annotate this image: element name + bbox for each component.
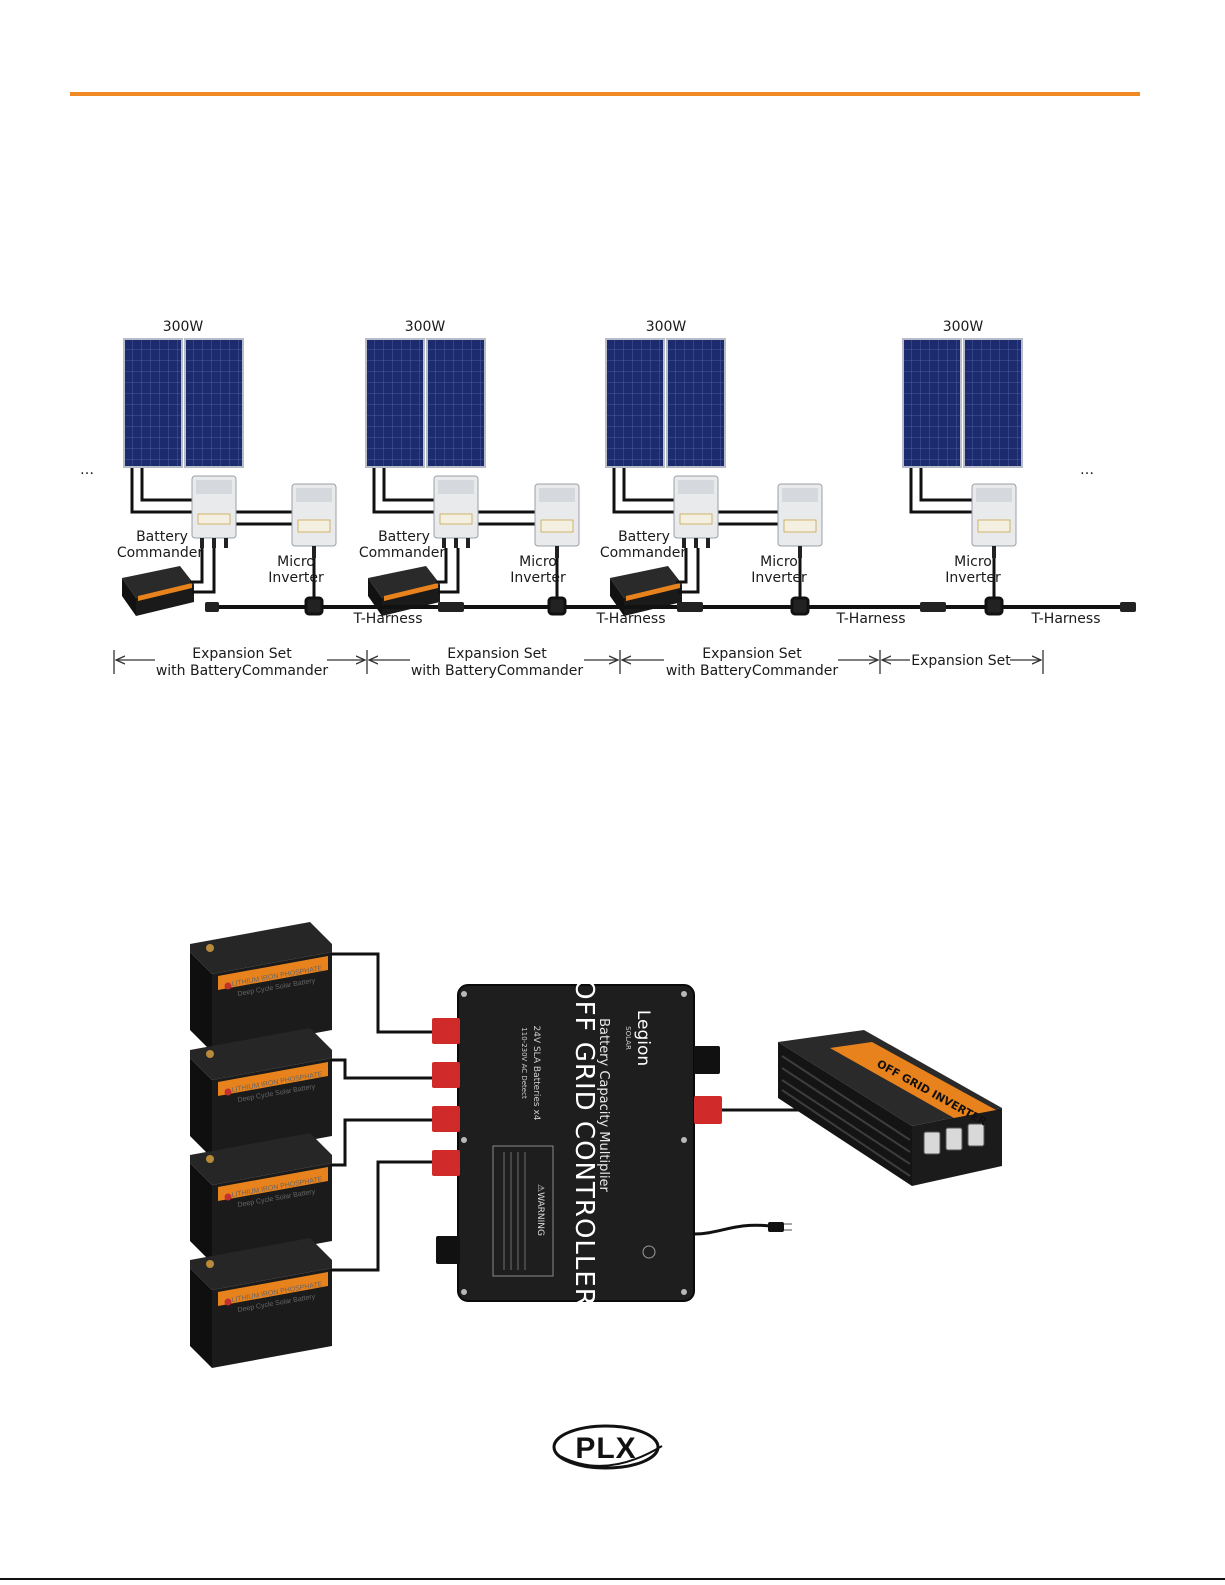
brand-logo: Legion [633,1010,653,1066]
svg-text:Inverter: Inverter [751,570,807,586]
panel-wattage-label: 300W [405,319,446,335]
spare-port [436,1236,460,1264]
micro-inverter-device [534,483,580,559]
warning-label-group: ⚠WARNING [535,1184,545,1236]
battery-commander-label: Battery Commander [600,529,687,561]
micro-inverter-device [777,483,823,559]
trunk-connectors [205,602,1136,612]
battery-icon [122,566,194,616]
panel-wattage-label: 300W [163,319,204,335]
battery-commander-device [191,475,237,549]
off-grid-inverter: OFF GRID INVERTER [778,1030,1002,1186]
controller-subtitle: Battery Capacity Multiplier [596,1018,611,1192]
warning-text-lines [503,1152,526,1270]
warning-label: ⚠WARNING [535,1184,545,1236]
svg-text:Micro: Micro [954,554,992,570]
top-accent-rule [70,92,1140,96]
svg-text:Commander: Commander [600,545,687,561]
svg-text:Inverter: Inverter [268,570,324,586]
svg-text:Expansion Set: Expansion Set [192,646,292,662]
svg-text:Commander: Commander [359,545,446,561]
micro-inverter-device [971,483,1017,559]
svg-text:Battery: Battery [378,529,430,545]
expansion-set-bc-label: Expansion Set with BatteryCommander [666,646,839,679]
controller-spec: 110-230V AC Detect [520,1027,528,1099]
svg-text:with BatteryCommander: with BatteryCommander [666,663,839,679]
controller-screws [461,991,687,1295]
expansion-set-bc-label: Expansion Set with BatteryCommander [411,646,584,679]
battery-input-connectors [432,1018,460,1176]
ac-plug-icon [768,1222,784,1232]
solar-panel-pair [605,338,726,468]
t-harness-label: T-Harness [835,611,905,627]
panel-wattage-label: 300W [646,319,687,335]
battery-commander-label: Battery Commander [359,529,446,561]
panel-cables [130,468,972,526]
svg-text:Expansion Set: Expansion Set [447,646,547,662]
battery-to-controller-cables [330,952,440,1272]
lithium-battery: LITHIUM IRON PHOSPHATE Deep Cycle Solar … [190,1133,332,1263]
lithium-battery: LITHIUM IRON PHOSPHATE Deep Cycle Solar … [190,1028,332,1158]
t-harness-label: T-Harness [595,611,665,627]
svg-text:Micro: Micro [519,554,557,570]
plx-logo-text: PLX [575,1432,636,1465]
svg-text:Inverter: Inverter [510,570,566,586]
lithium-battery: LITHIUM IRON PHOSPHATE Deep Cycle Solar … [190,1238,332,1368]
battery-commander-label: Battery Commander [117,529,204,561]
expansion-diagram: … … 300W 300W 300W 300W [80,319,1136,679]
micro-inverter-label: Micro Inverter [751,554,807,586]
controller-diagram: LITHIUM IRON PHOSPHATE Deep Cycle Solar … [190,922,1002,1368]
micro-inverter-device [291,483,337,559]
plug-prongs [784,1223,792,1231]
svg-text:Inverter: Inverter [945,570,1001,586]
lithium-battery: LITHIUM IRON PHOSPHATE Deep Cycle Solar … [190,922,332,1052]
svg-text:Battery: Battery [136,529,188,545]
svg-text:Expansion Set: Expansion Set [702,646,802,662]
controller-spec: 24V SLA Batteries x4 [531,1025,541,1120]
solar-panel-pair [902,338,1023,468]
svg-text:Commander: Commander [117,545,204,561]
bottom-rule [0,1578,1225,1580]
battery-commander-device [433,475,479,549]
svg-text:with BatteryCommander: with BatteryCommander [411,663,584,679]
inverter-output-connector [694,1096,722,1124]
micro-inverter-label: Micro Inverter [268,554,324,586]
panel-wattage-label: 300W [943,319,984,335]
battery-commander-device [673,475,719,549]
ac-cord [693,1223,771,1236]
controller-title: OFF GRID CONTROLLER [569,979,599,1307]
svg-text:Battery: Battery [618,529,670,545]
warning-panel [492,1145,554,1277]
spare-port [694,1046,720,1074]
dimension-lines [113,650,1044,674]
ellipsis-right: … [1080,462,1094,478]
svg-text:with BatteryCommander: with BatteryCommander [156,663,329,679]
t-harness-drops [304,558,1004,616]
battery-cables [190,548,700,594]
ellipsis-left: … [80,462,94,478]
brand-sub: SOLAR [624,1026,632,1050]
t-harness-label: T-Harness [1030,611,1100,627]
t-harness-label: T-Harness [352,611,422,627]
expansion-set-bc-label: Expansion Set with BatteryCommander [156,646,329,679]
expansion-set-label: Expansion Set [911,653,1011,669]
micro-inverter-label: Micro Inverter [510,554,566,586]
solar-panel-pair [365,338,486,468]
plx-logo: PLX [552,1424,663,1470]
off-grid-controller [457,984,695,1302]
controller-label-group: OFF GRID CONTROLLER Battery Capacity Mul… [520,979,653,1307]
plx-mini-logo [642,1245,656,1259]
micro-inverter-label: Micro Inverter [945,554,1001,586]
solar-panel-pair [123,338,244,468]
svg-text:Micro: Micro [760,554,798,570]
svg-text:Micro: Micro [277,554,315,570]
